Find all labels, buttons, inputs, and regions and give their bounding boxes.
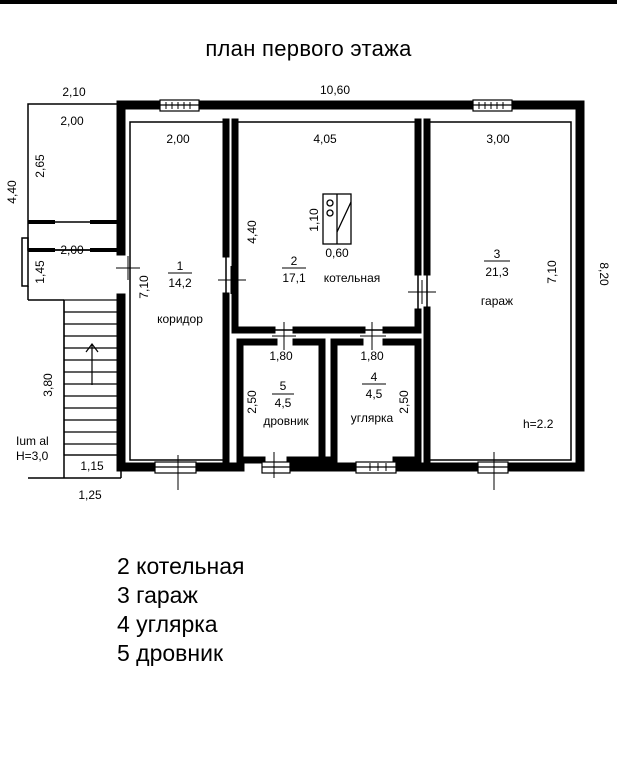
windows <box>154 99 513 474</box>
window-muntins <box>165 102 504 471</box>
dim-corridor-width: 2,00 <box>166 132 190 146</box>
garage-ceiling: h=2.2 <box>523 417 554 431</box>
room-coalshed-name: углярка <box>351 411 394 425</box>
room-garage-number: 3 <box>494 247 501 261</box>
room-outlines <box>129 121 572 461</box>
dim-stair-width-2: 1,25 <box>78 488 102 502</box>
stair-material: Ium al <box>16 434 49 448</box>
dim-overall-width: 10,60 <box>320 83 350 97</box>
legend-item: 5 дровник <box>117 640 224 666</box>
dim-stair-height: 3,80 <box>41 373 55 397</box>
dim-garage-width: 3,00 <box>486 132 510 146</box>
dim-vestibule-width: 2,00 <box>60 114 84 128</box>
dim-garage-length: 7,10 <box>545 260 559 284</box>
room-boiler-area: 17,1 <box>282 271 306 285</box>
dim-boiler-width: 4,05 <box>313 132 337 146</box>
dim-porch-height: 4,40 <box>5 180 19 204</box>
legend-item: 3 гараж <box>117 582 198 608</box>
room-corridor-name: коридор <box>157 312 203 326</box>
top-border <box>0 0 617 4</box>
dim-porch-width: 2,10 <box>62 85 86 99</box>
dim-woodshed-width: 1,80 <box>269 349 293 363</box>
room-corridor-area: 14,2 <box>168 276 192 290</box>
dim-boiler-unit-w: 1,10 <box>307 208 321 232</box>
dim-entry-height: 1,45 <box>33 260 47 284</box>
stairs <box>63 299 122 456</box>
door-marks <box>116 256 495 490</box>
dim-stair-width-1: 1,15 <box>80 459 104 473</box>
dim-overall-height: 8,20 <box>597 262 611 286</box>
dim-entry-width: 2,00 <box>60 243 84 257</box>
dim-corridor-length: 7,10 <box>137 275 151 299</box>
room-woodshed-name: дровник <box>263 414 309 428</box>
legend: 2 котельная 3 гараж 4 углярка 5 дровник <box>117 552 244 668</box>
stair-height-note: H=3,0 <box>16 449 49 463</box>
room-boiler-number: 2 <box>291 254 298 268</box>
room-woodshed-area: 4,5 <box>275 396 292 410</box>
dim-vestibule-height: 2,65 <box>33 154 47 178</box>
room-boiler-name: котельная <box>324 271 380 285</box>
legend-item: 4 углярка <box>117 611 218 637</box>
dim-coalshed-depth: 2,50 <box>397 390 411 414</box>
porch-walls <box>28 220 121 252</box>
boiler-unit <box>322 193 352 245</box>
dim-coalshed-width: 1,80 <box>360 349 384 363</box>
room-garage-name: гараж <box>481 294 513 308</box>
room-corridor-number: 1 <box>177 259 184 273</box>
room-coalshed-number: 4 <box>371 370 378 384</box>
room-garage-area: 21,3 <box>485 265 509 279</box>
dim-woodshed-depth: 2,50 <box>245 390 259 414</box>
room-coalshed-area: 4,5 <box>366 387 383 401</box>
page-title: план первого этажа <box>205 36 412 61</box>
dim-boiler-depth: 4,40 <box>245 220 259 244</box>
fraction-lines <box>168 260 510 395</box>
legend-item: 2 котельная <box>117 553 245 579</box>
room-woodshed-number: 5 <box>280 379 287 393</box>
dim-boiler-unit-d: 0,60 <box>325 246 349 260</box>
